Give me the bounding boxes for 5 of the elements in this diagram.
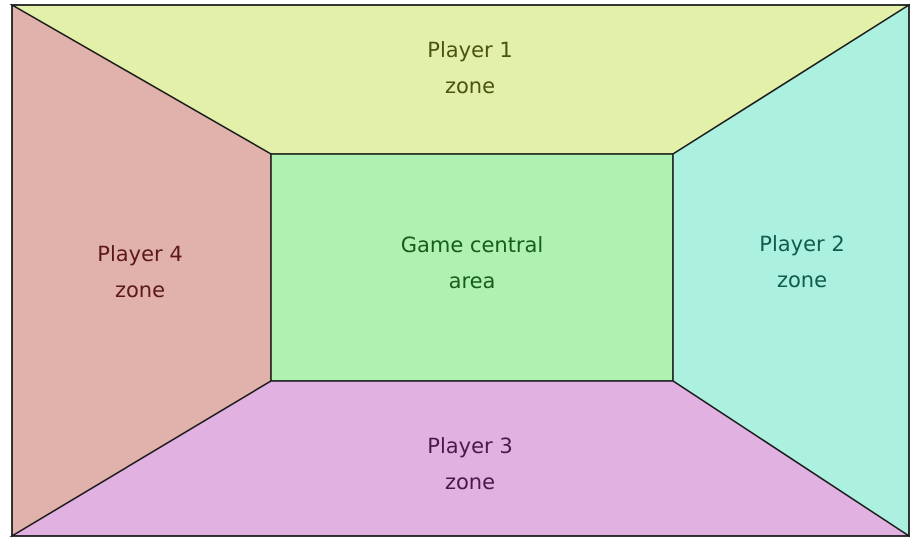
zone-label: Player 3 zone: [426, 433, 514, 496]
zone-label: Game central area: [400, 232, 544, 295]
zone-label: Player 2 zone: [758, 231, 846, 294]
zone-label: Player 4 zone: [96, 241, 184, 304]
zone-label: Player 1 zone: [426, 37, 514, 100]
